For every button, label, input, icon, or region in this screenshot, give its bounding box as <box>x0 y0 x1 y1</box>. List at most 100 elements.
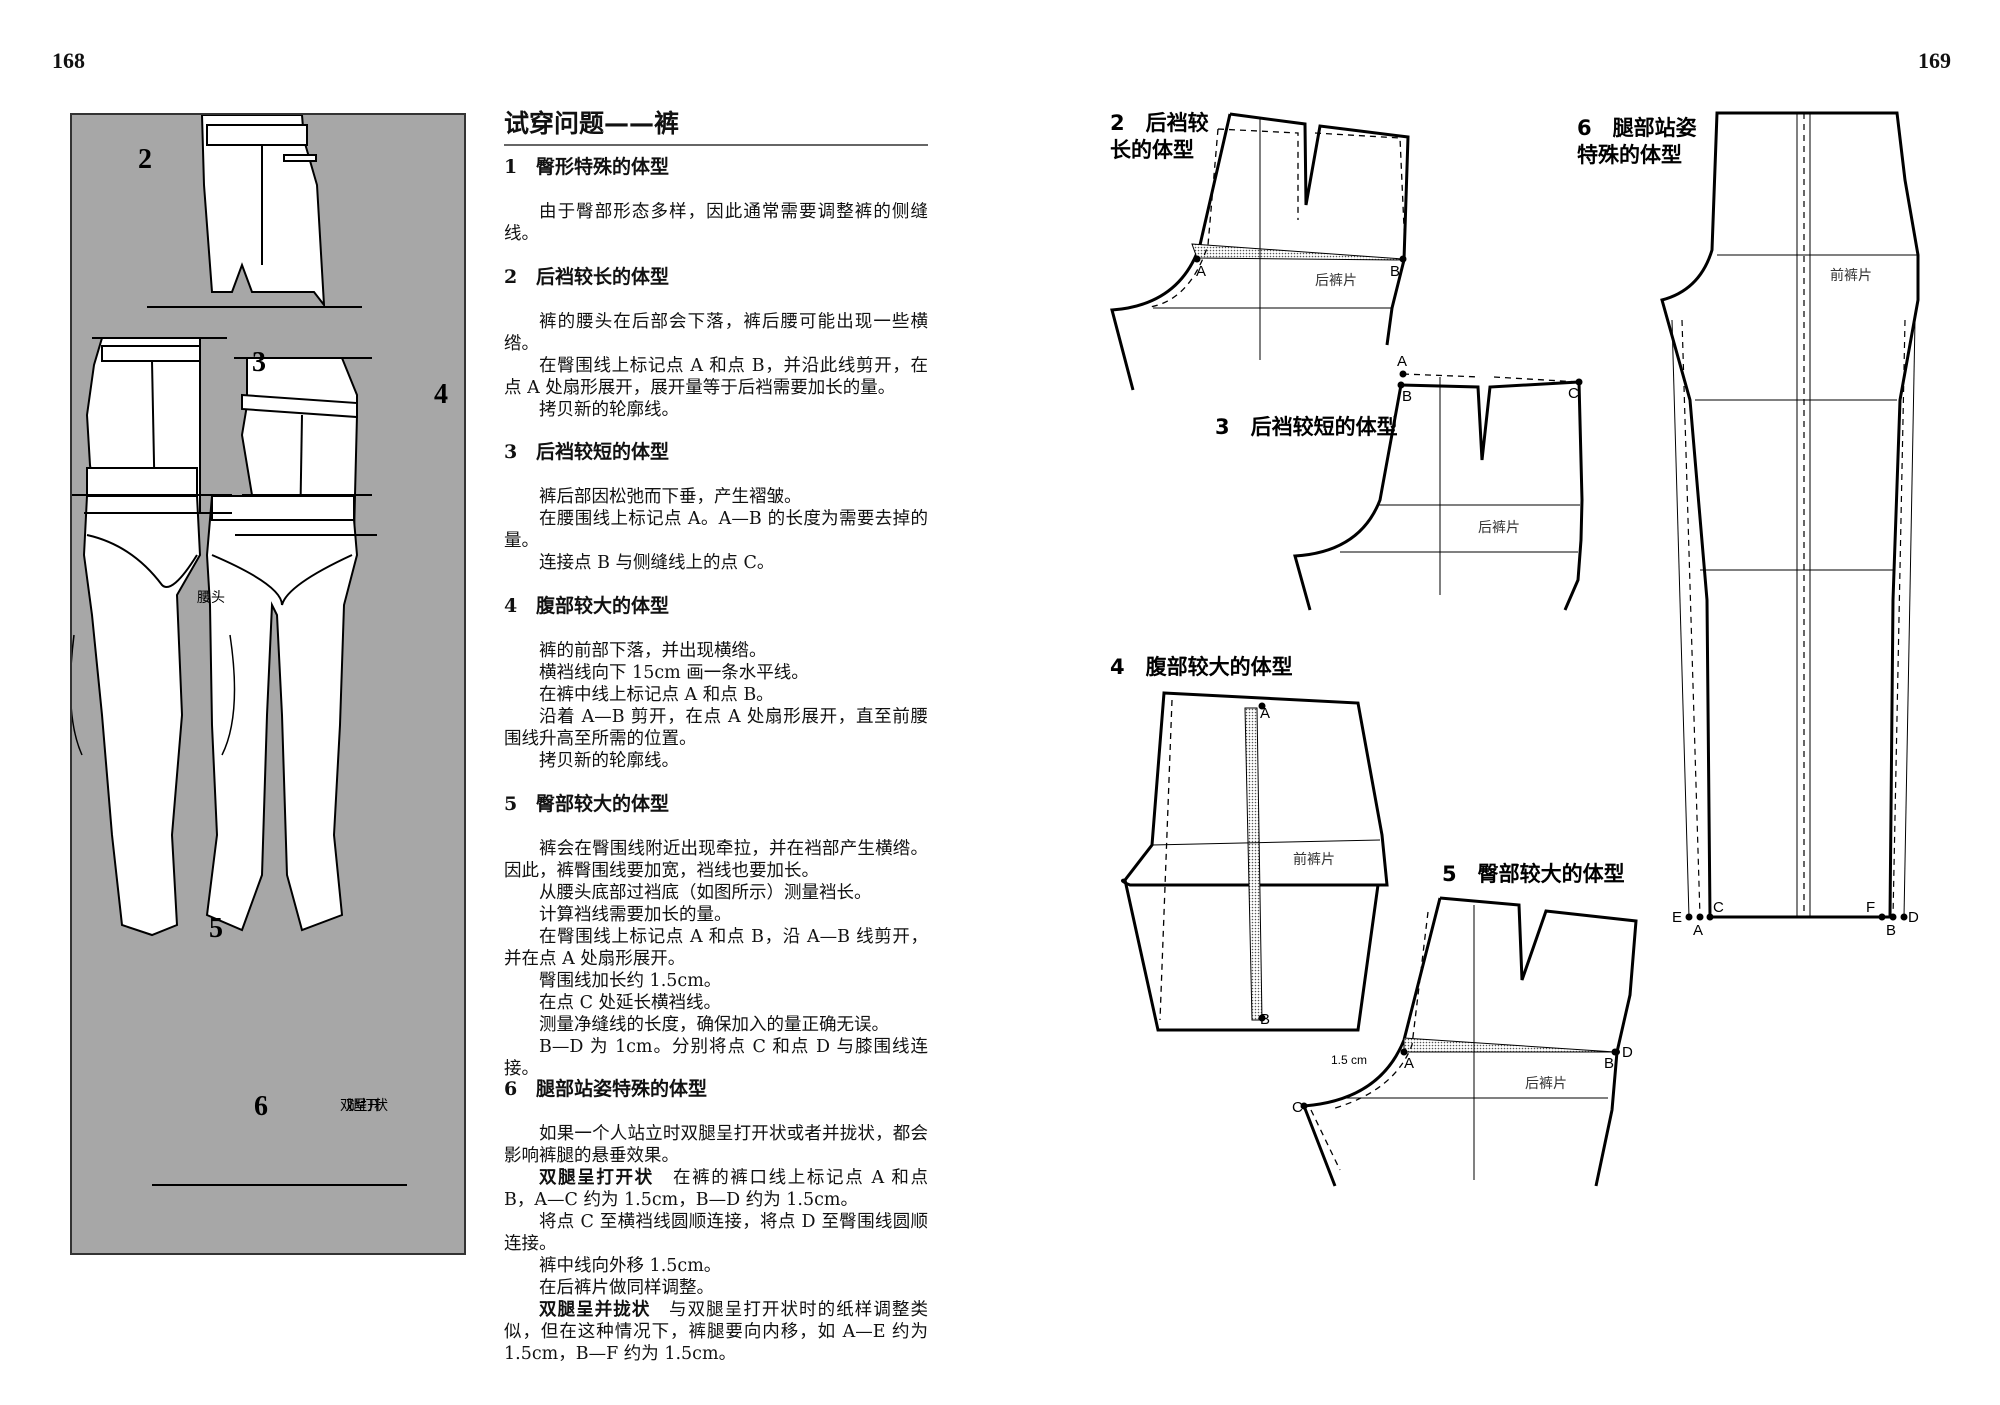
section-heading: 5 臀部较大的体型 <box>504 789 928 816</box>
point-label-a: A <box>1693 922 1703 939</box>
section-heading: 6 腿部站姿特殊的体型 <box>504 1074 928 1101</box>
paragraph: 从腰头底部过裆底（如图所示）测量裆长。 <box>539 883 872 903</box>
figure-3-waistband <box>101 345 201 362</box>
paragraph: 裤中线向外移 1.5cm。 <box>539 1256 722 1276</box>
paragraph: 在裤中线上标记点 A 和点 B。 <box>539 685 774 705</box>
pattern-piece-label: 后裤片 <box>1315 273 1357 289</box>
section-3: 3 后裆较短的体型 裤后部因松弛而下垂，产生褶皱。 在腰围线上标记点 A。A—B … <box>504 437 928 574</box>
diagram-title: 4 腹部较大的体型 <box>1110 655 1293 679</box>
section-heading: 1 臀形特殊的体型 <box>504 152 928 179</box>
section-heading: 4 腹部较大的体型 <box>504 591 928 618</box>
figure-number-5: 5 <box>209 913 223 944</box>
diagram-title: 特殊的体型 <box>1577 143 1682 167</box>
section-4: 4 腹部较大的体型 裤的前部下落，并出现横绺。 横裆线向下 15cm 画一条水平线… <box>504 591 928 772</box>
diagram-title: 6 腿部站姿 <box>1577 116 1697 140</box>
waistband-label: 腰头 <box>197 590 225 606</box>
point-label-d: D <box>1908 909 1919 926</box>
point-label-a: A <box>1404 1055 1414 1072</box>
paragraph-text: 与双腿呈打开状时的纸样调整类似，但在这种情况下，裤腿要向内移，如 A—E 约为 … <box>504 1300 929 1364</box>
paragraph: 测量净缝线的长度，确保加入的量正确无误。 <box>539 1015 889 1035</box>
section-title: 臀形特殊的体型 <box>536 156 670 178</box>
paragraph: 将点 C 至横裆线圆顺连接，将点 D 至臀围线圆顺连接。 <box>504 1212 928 1254</box>
paragraph-text: 在裤的裤口线上标记点 A 和点 B，A—C 约为 1.5cm，B—D 约为 1.… <box>504 1168 929 1210</box>
point-label-d: D <box>1622 1044 1633 1061</box>
point-label-a: A <box>1260 705 1270 722</box>
point-label-c: C <box>1292 1099 1303 1116</box>
diagram-5-large-hip: 5 臀部较大的体型 1.5 cm A B C D 后裤片 <box>1292 862 1638 1187</box>
section-title: 腿部站姿特殊的体型 <box>536 1078 708 1100</box>
section-heading: 3 后裆较短的体型 <box>504 437 928 464</box>
paragraph: 裤的腰头在后部会下落，裤后腰可能出现一些横绺。 <box>504 312 928 354</box>
paragraph: 拷贝新的轮廓线。 <box>539 751 679 771</box>
section-title: 臀部较大的体型 <box>536 793 670 815</box>
section-number: 3 <box>504 441 518 463</box>
section-2: 2 后裆较长的体型 裤的腰头在后部会下落，裤后腰可能出现一些横绺。 在臀围线上标记… <box>504 262 928 421</box>
section-number: 4 <box>504 595 518 617</box>
legs-open-label: 双腿呈打开状 <box>340 1097 388 1114</box>
measurement-label: 1.5 cm <box>1331 1053 1367 1067</box>
point-label-b: B <box>1260 1011 1270 1028</box>
pattern-piece-label: 后裤片 <box>1525 1076 1567 1092</box>
paragraph: 在臀围线上标记点 A 和点 B，并沿此线剪开，在点 A 处扇形展开，展开量等于后… <box>504 356 928 398</box>
paragraph: 裤的前部下落，并出现横绺。 <box>539 641 767 661</box>
figure-number-4: 4 <box>434 379 448 410</box>
paragraph: 计算裆线需要加长的量。 <box>539 905 732 925</box>
paragraph: 连接点 B 与侧缝线上的点 C。 <box>539 553 775 573</box>
paragraph: 如果一个人站立时双腿呈打开状或者并拢状，都会影响裤腿的悬垂效果。 <box>504 1124 928 1166</box>
diagram-2-back-crotch-long: 2 后裆较 长的体型 A B 后裤片 <box>1110 111 1410 391</box>
page-title: 试穿问题——裤 <box>504 104 928 146</box>
pattern-diagrams: 2 后裆较 长的体型 A B 后裤片 3 后裆较短的体型 A B C 后裤片 4… <box>1110 111 1920 1187</box>
paragraph: 横裆线向下 15cm 画一条水平线。 <box>539 663 809 683</box>
diagram-title: 2 后裆较 <box>1110 111 1209 135</box>
point-label-a: A <box>1397 353 1407 370</box>
section-number: 6 <box>504 1078 518 1100</box>
section-heading: 2 后裆较长的体型 <box>504 262 928 289</box>
point-label-b: B <box>1402 388 1412 405</box>
figure-6-drawing <box>205 495 359 932</box>
pattern-piece-label: 前裤片 <box>1293 851 1335 868</box>
paragraph: 由于臀部形态多样，因此通常需要调整裤的侧缝线。 <box>504 202 928 244</box>
section-5: 5 臀部较大的体型 裤会在臀围线附近出现牵拉，并在裆部产生横绺。因此，裤臀围线要加… <box>504 789 928 1080</box>
diagram-6-leg-stance: 6 腿部站姿 特殊的体型 E A C F B D 前裤片 <box>1577 111 1920 939</box>
paragraph: 沿着 A—B 剪开，在点 A 处扇形展开，直至前腰围线升高至所需的位置。 <box>504 707 928 749</box>
figure-number-2: 2 <box>138 144 152 175</box>
point-label-b: B <box>1886 922 1896 939</box>
point-label-c: C <box>1568 385 1579 402</box>
paragraph: 臀围线加长约 1.5cm。 <box>539 971 722 991</box>
figure-number-6: 6 <box>254 1091 268 1122</box>
section-number: 2 <box>504 266 518 288</box>
paragraph: 裤后部因松弛而下垂，产生褶皱。 <box>539 487 802 507</box>
paragraph: 拷贝新的轮廓线。 <box>539 400 679 420</box>
trouser-fit-illustrations: 2 3 4 5 6 腰头 双腿呈打开状 <box>72 115 448 1186</box>
paragraph-legs-open: 双腿呈打开状 在裤的裤口线上标记点 A 和点 B，A—C 约为 1.5cm，B—… <box>504 1167 928 1211</box>
point-label-e: E <box>1672 909 1682 926</box>
page-number-right: 169 <box>1918 48 1951 73</box>
point-label-b: B <box>1604 1055 1614 1072</box>
diagram-title: 长的体型 <box>1110 138 1194 162</box>
paragraph: 在点 C 处延长横裆线。 <box>539 993 722 1013</box>
figure-number-3: 3 <box>252 347 266 378</box>
fitting-illustration-panel: 2 3 4 5 6 腰头 双腿呈打开状 <box>70 113 466 1255</box>
section-1: 1 臀形特殊的体型 由于臀部形态多样，因此通常需要调整裤的侧缝线。 <box>504 152 928 245</box>
diagram-3-back-crotch-short: 3 后裆较短的体型 A B C 后裤片 <box>1215 353 1584 611</box>
paragraph: 在腰围线上标记点 A。A—B 的长度为需要去掉的量。 <box>504 509 928 551</box>
paragraph: 裤会在臀围线附近出现牵拉，并在裆部产生横绺。因此，裤臀围线要加宽，裆线也要加长。 <box>504 839 928 881</box>
figure-5-waistband <box>86 467 198 497</box>
point-label-a: A <box>1196 263 1206 280</box>
diagram-title: 5 臀部较大的体型 <box>1442 862 1625 886</box>
diagram-title: 3 后裆较短的体型 <box>1215 415 1398 439</box>
run-in-heading: 双腿呈并拢状 <box>539 1300 651 1320</box>
page-number-left: 168 <box>52 48 85 73</box>
section-title: 后裆较短的体型 <box>536 441 670 463</box>
section-title: 腹部较大的体型 <box>536 595 670 617</box>
pattern-piece-label: 后裤片 <box>1478 520 1520 536</box>
point-label-c: C <box>1713 899 1724 916</box>
pattern-piece-label: 前裤片 <box>1830 267 1872 284</box>
section-number: 5 <box>504 793 518 815</box>
figure-2-pocket <box>283 154 317 162</box>
figure-5-drawing <box>82 495 202 937</box>
section-title: 后裆较长的体型 <box>536 266 670 288</box>
run-in-heading: 双腿呈打开状 <box>539 1168 654 1188</box>
paragraph: 在臀围线上标记点 A 和点 B，沿 A—B 线剪开，并在点 A 处扇形展开。 <box>504 927 928 969</box>
section-number: 1 <box>504 156 518 178</box>
